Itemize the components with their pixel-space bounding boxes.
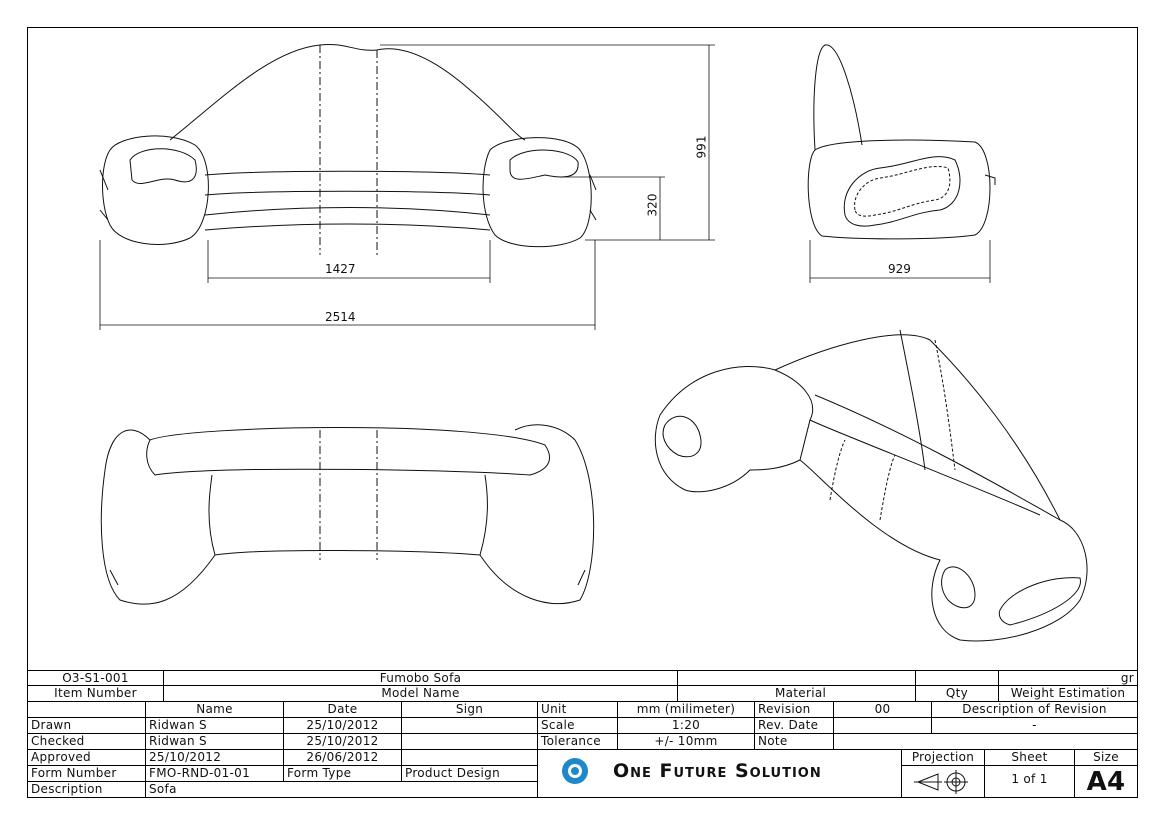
header-sign: Sign	[401, 701, 538, 718]
dimension-1427: 1427	[325, 262, 356, 276]
drawing-views	[99, 43, 1088, 642]
drawn-date: 25/10/2012	[283, 717, 402, 734]
form-number-label: Form Number	[27, 765, 146, 782]
header-date: Date	[283, 701, 402, 718]
description-label: Description	[27, 781, 146, 798]
approved-date: 26/06/2012	[283, 749, 402, 766]
rev-description-label: Description of Revision	[931, 701, 1138, 718]
description-value: Sofa	[145, 781, 538, 798]
blank-cell	[27, 701, 146, 718]
dimension-991: 991	[694, 135, 709, 159]
qty-value	[915, 670, 999, 686]
sheet-value: 1 of 1	[984, 765, 1075, 798]
revision-value: 00	[833, 701, 932, 718]
isometric-view	[654, 329, 1088, 642]
scale-label: Scale	[537, 717, 618, 734]
checked-sign	[401, 733, 538, 750]
unit-value: mm (milimeter)	[617, 701, 755, 718]
form-type-value: Product Design	[401, 765, 538, 782]
approved-name: 25/10/2012	[145, 749, 284, 766]
dimension-320: 320	[645, 193, 660, 217]
dimension-lines	[99, 44, 991, 330]
tolerance-label: Tolerance	[537, 733, 618, 750]
drawn-name: Ridwan S	[145, 717, 284, 734]
company-logo-icon	[562, 758, 588, 784]
company-name: One Future Solution	[613, 760, 822, 782]
side-view	[807, 44, 996, 240]
checked-name: Ridwan S	[145, 733, 284, 750]
first-angle-projection-icon	[914, 770, 968, 794]
rev-date-label: Rev. Date	[754, 717, 834, 734]
material-value	[677, 670, 916, 686]
material-label: Material	[677, 685, 916, 702]
rev-date-value	[833, 717, 932, 734]
item-number: O3-S1-001	[27, 670, 164, 686]
rev-description-value: -	[931, 717, 1138, 734]
drawn-label: Drawn	[27, 717, 146, 734]
front-view	[99, 43, 597, 255]
note-value	[833, 733, 1138, 750]
weight-label: Weight Estimation	[998, 685, 1138, 702]
projection-label: Projection	[901, 749, 985, 766]
model-name: Fumobo Sofa	[163, 670, 678, 686]
tolerance-value: +/- 10mm	[617, 733, 755, 750]
dimension-2514: 2514	[325, 310, 356, 324]
approved-sign	[401, 749, 538, 766]
top-view	[100, 424, 595, 605]
checked-date: 25/10/2012	[283, 733, 402, 750]
weight-value: gr	[998, 670, 1138, 686]
item-number-label: Item Number	[27, 685, 164, 702]
unit-label: Unit	[537, 701, 618, 718]
checked-label: Checked	[27, 733, 146, 750]
scale-value: 1:20	[617, 717, 755, 734]
form-number-value: FMO-RND-01-01	[145, 765, 284, 782]
model-name-label: Model Name	[163, 685, 678, 702]
revision-label: Revision	[754, 701, 834, 718]
drawn-sign	[401, 717, 538, 734]
projection-symbol	[901, 765, 985, 798]
company-block: One Future Solution	[537, 749, 902, 798]
form-type-label: Form Type	[283, 765, 402, 782]
approved-label: Approved	[27, 749, 146, 766]
note-label: Note	[754, 733, 834, 750]
sheet-label: Sheet	[984, 749, 1075, 766]
dimension-929: 929	[888, 262, 911, 276]
header-name: Name	[145, 701, 284, 718]
qty-label: Qty	[915, 685, 999, 702]
size-label: Size	[1074, 749, 1138, 766]
size-value: A4	[1074, 765, 1138, 798]
